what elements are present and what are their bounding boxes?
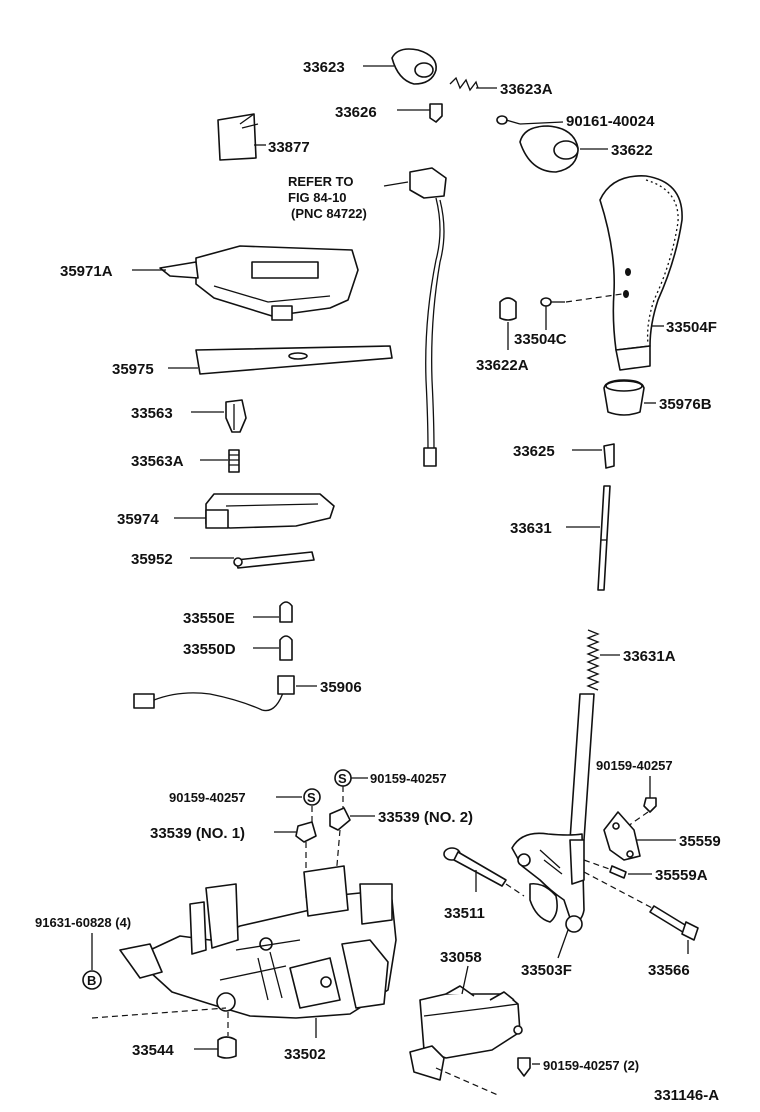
label-33511: 33511 xyxy=(444,905,485,922)
sleeve-35976B xyxy=(603,379,645,416)
label-33877: 33877 xyxy=(268,139,310,156)
label-90159-b: 90159-40257 xyxy=(370,771,447,786)
label-33539-no1: 33539 (NO. 1) xyxy=(150,825,245,842)
label-33563A: 33563A xyxy=(131,453,184,470)
bolt-90159-d xyxy=(517,1057,531,1077)
label-35559: 35559 xyxy=(679,833,721,850)
label-33623A: 33623A xyxy=(500,81,553,98)
label-35971A: 35971A xyxy=(60,263,113,280)
label-33550D: 33550D xyxy=(183,641,236,658)
b-marker xyxy=(82,970,102,990)
label-33626: 33626 xyxy=(335,104,377,121)
label-33631A: 33631A xyxy=(623,648,676,665)
knob-button-33622 xyxy=(519,125,579,173)
label-33625: 33625 xyxy=(513,443,555,460)
bushing-33622A xyxy=(499,297,517,321)
label-35974: 35974 xyxy=(117,511,159,528)
label-35952: 35952 xyxy=(131,551,173,568)
label-33544: 33544 xyxy=(132,1042,174,1059)
pin-35559A xyxy=(609,865,627,879)
label-33539-no2: 33539 (NO. 2) xyxy=(378,809,473,826)
indicator-housing-35971A xyxy=(159,245,359,321)
label-90159-a: 90159-40257 xyxy=(169,790,246,805)
shift-knob-33504F xyxy=(599,175,683,371)
s-marker-right-letter: S xyxy=(338,771,347,786)
label-33631: 33631 xyxy=(510,520,552,537)
label-33622: 33622 xyxy=(611,142,653,159)
label-35976B: 35976B xyxy=(659,396,712,413)
label-33504C: 33504C xyxy=(514,331,567,348)
bracket-33539-no2 xyxy=(329,807,351,831)
bolt-90159-c xyxy=(643,797,657,813)
s-marker-left xyxy=(303,788,321,806)
bulb-33550D xyxy=(279,635,293,661)
refer-note-line3: (PNC 84722) xyxy=(291,206,367,221)
solenoid-33058 xyxy=(409,985,523,1081)
label-91631: 91631-60828 (4) xyxy=(35,915,131,930)
rod-33631 xyxy=(597,485,611,591)
bracket-33539-no1 xyxy=(295,821,317,843)
label-90159-c: 90159-40257 xyxy=(596,758,673,773)
label-35559A: 35559A xyxy=(655,867,708,884)
label-90159-d: 90159-40257 (2) xyxy=(543,1058,639,1073)
knob-cap-33623 xyxy=(391,48,437,85)
pin-33626 xyxy=(429,103,443,123)
label-90161: 90161-40024 xyxy=(566,113,655,130)
label-35906: 35906 xyxy=(320,679,362,696)
label-33058: 33058 xyxy=(440,949,482,966)
label-33504F: 33504F xyxy=(666,319,717,336)
clip-33563 xyxy=(225,399,247,433)
label-33622A: 33622A xyxy=(476,357,529,374)
spring-33623A xyxy=(449,76,479,92)
shift-lever-33503F xyxy=(511,693,595,933)
label-33563: 33563 xyxy=(131,405,173,422)
spring-33563A xyxy=(228,449,240,473)
label-33502: 33502 xyxy=(284,1046,326,1063)
bolt-33511 xyxy=(443,847,507,887)
s-marker-left-letter: S xyxy=(307,790,316,805)
label-33566: 33566 xyxy=(648,962,690,979)
diagram-id: 331146-A xyxy=(654,1087,719,1104)
socket-wire-35906 xyxy=(133,675,295,712)
label-35975: 35975 xyxy=(112,361,154,378)
bolt-33566 xyxy=(649,905,699,941)
lever-35952 xyxy=(233,551,315,569)
label-33503F: 33503F xyxy=(521,962,572,979)
base-bracket-33502 xyxy=(119,865,397,1019)
slider-35974 xyxy=(205,493,335,529)
bulb-33550E xyxy=(279,601,293,623)
refer-note-line2: FIG 84-10 xyxy=(288,190,347,205)
wire-harness xyxy=(409,167,447,467)
spring-33631A xyxy=(586,629,600,691)
plate-35559 xyxy=(603,811,641,861)
pin-33625 xyxy=(603,443,615,469)
bushing-33544 xyxy=(217,1036,237,1059)
label-33550E: 33550E xyxy=(183,610,235,627)
plate-35975 xyxy=(195,345,393,375)
refer-note-line1: REFER TO xyxy=(288,174,354,189)
b-marker-letter: B xyxy=(87,973,96,988)
tag-33877 xyxy=(217,113,259,161)
label-33623: 33623 xyxy=(303,59,345,76)
screw-90161 xyxy=(496,115,521,125)
screw-33504C xyxy=(540,297,565,307)
